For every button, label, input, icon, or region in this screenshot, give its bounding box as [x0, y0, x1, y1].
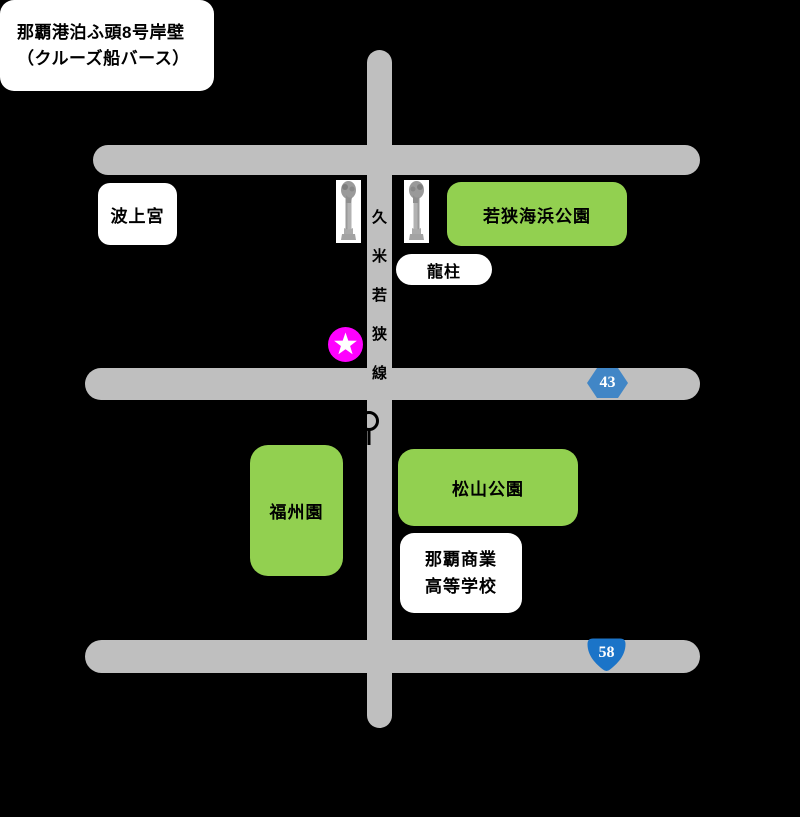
label-naminoue-shrine: 波上宮 [98, 183, 177, 245]
road-top-horizontal [93, 145, 700, 175]
bus-stop-icon [359, 411, 379, 445]
label-naha-commercial-high-school: 那覇商業 高等学校 [400, 533, 522, 613]
label-wakasa-seaside-park: 若狭海浜公園 [447, 182, 627, 246]
label-matsuyama-park: 松山公園 [398, 449, 578, 526]
naha-commercial-line1: 那覇商業 [425, 550, 497, 569]
label-dragon-pillars: 龍柱 [396, 254, 492, 285]
title-box-naha-port-wharf: 那覇港泊ふ頭8号岸壁 （クルーズ船バース） [0, 0, 214, 91]
wakasa-park-text: 若狭海浜公園 [483, 206, 591, 226]
route-43-shield: 43 [587, 368, 628, 398]
fukushu-garden-text: 福州園 [269, 503, 324, 522]
title-line1: 那覇港泊ふ頭8号岸壁 [17, 22, 185, 42]
route-43-number: 43 [599, 374, 616, 391]
naha-commercial-line2: 高等学校 [425, 577, 497, 596]
dragon-pillars-text: 龍柱 [426, 263, 461, 281]
road-name-char: 久 [371, 209, 387, 226]
route-58-shield: 58 [587, 638, 626, 673]
route-58-number: 58 [598, 644, 615, 661]
matsuyama-park-text: 松山公園 [452, 480, 524, 499]
label-fukushu-garden: 福州園 [250, 445, 343, 576]
star-marker-icon [328, 327, 363, 362]
road-name-char: 線 [371, 365, 387, 382]
dragon-pillar-photo-icon [336, 180, 361, 243]
dragon-pillar-photo-icon [404, 180, 429, 243]
naminoue-shrine-text: 波上宮 [110, 206, 165, 226]
road-name-char: 若 [371, 287, 387, 304]
road-name-char: 狭 [371, 326, 387, 343]
road-name-kume-wakasa-sen: 久 米 若 狭 線 [367, 206, 392, 383]
road-name-char: 米 [371, 248, 387, 265]
title-line2: （クルーズ船バース） [17, 48, 190, 68]
